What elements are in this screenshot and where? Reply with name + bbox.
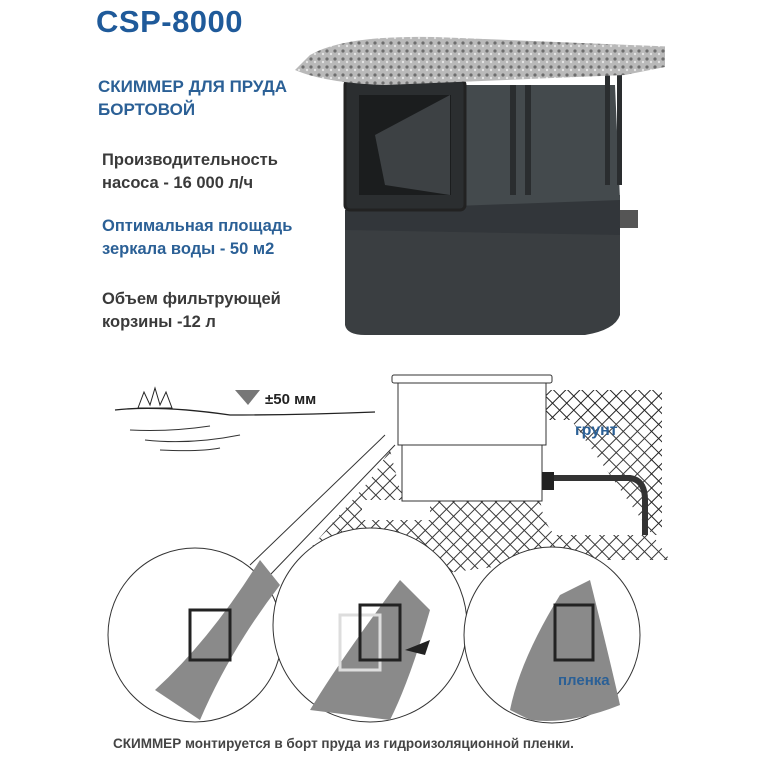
spec-line: Объем фильтрующей [102,290,281,308]
installation-diagram: ±50 мм грунт пленка [107,374,670,724]
soil-label: грунт [575,422,618,439]
product-title: CSP-8000 [96,4,244,39]
caption: СКИММЕР монтируется в борт пруда из гидр… [113,736,574,751]
step-3-detail: пленка [463,546,641,724]
spec-pump-capacity: Производительность насоса - 16 000 л/ч [102,149,278,195]
water-level-triangle-icon [235,390,260,405]
step-1-detail [107,547,283,723]
spec-line: зеркала воды - 50 м2 [102,240,275,258]
subtitle-line: БОРТОВОЙ [98,100,196,119]
spec-line: Производительность [102,151,278,169]
liner-label: пленка [558,672,610,689]
water-lily-icon [137,386,173,409]
spec-water-area: Оптимальная площадь зеркала воды - 50 м2 [102,215,292,261]
product-image [295,36,665,335]
subtitle-line: СКИММЕР ДЛЯ ПРУДА [98,77,288,96]
spec-line: Оптимальная площадь [102,217,293,235]
spec-line: корзины -12 л [102,313,216,331]
arrow-icon [405,640,430,655]
spec-line: насоса - 16 000 л/ч [102,174,254,192]
step-2-detail [272,527,468,723]
water-level-label: ±50 мм [265,391,316,408]
product-subtitle: СКИММЕР ДЛЯ ПРУДА БОРТОВОЙ [98,75,287,121]
spec-basket-volume: Объем фильтрующей корзины -12 л [102,288,281,334]
